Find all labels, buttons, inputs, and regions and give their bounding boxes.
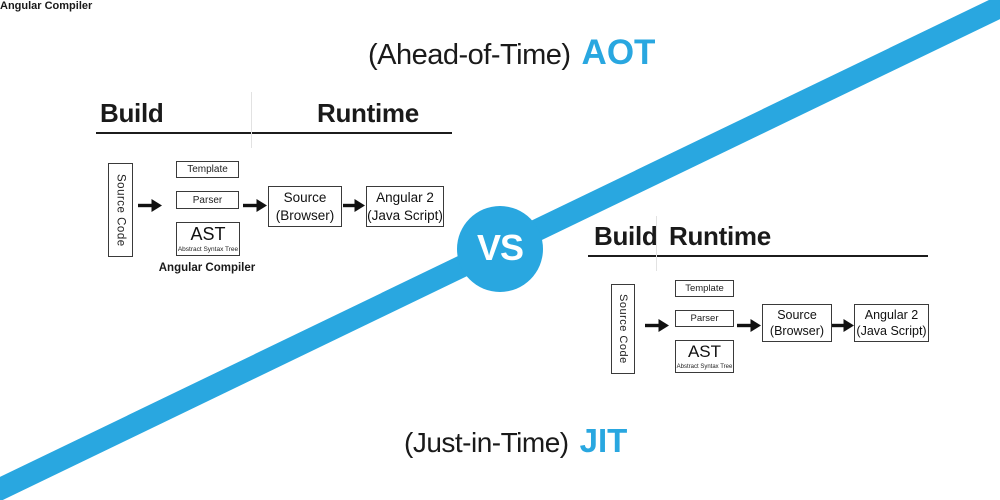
jit-title-prefix: (Just-in-Time) — [404, 427, 569, 458]
aot-title-abbr: AOT — [581, 33, 656, 72]
aot-title-prefix: (Ahead-of-Time) — [368, 39, 571, 71]
vs-badge: VS — [457, 206, 543, 292]
aot-title: (Ahead-of-Time) AOT — [368, 33, 655, 73]
jit-title-abbr: JIT — [579, 422, 628, 459]
jit-title: (Just-in-Time) JIT — [404, 422, 627, 460]
vs-badge-label: VS — [476, 227, 524, 268]
